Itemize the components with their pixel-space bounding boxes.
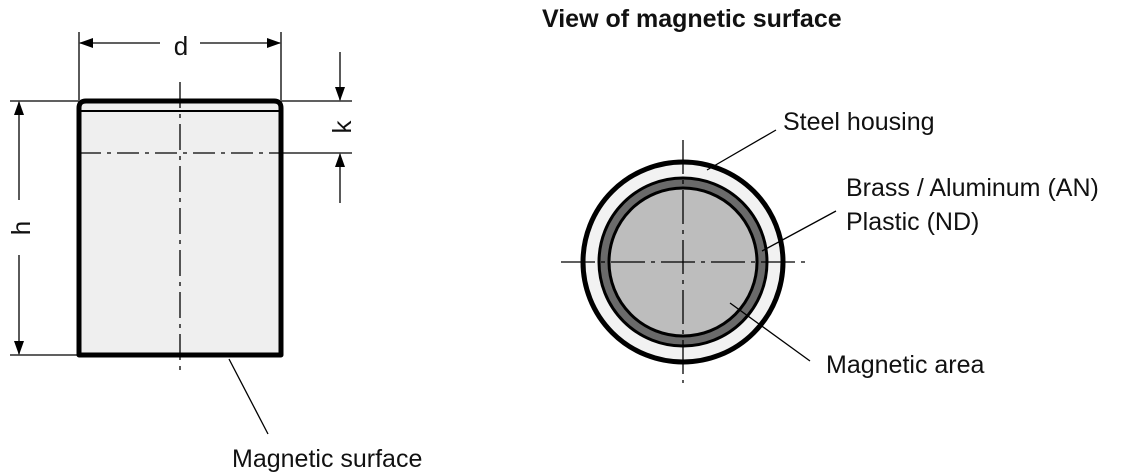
face-view-title: View of magnetic surface	[542, 5, 842, 33]
plastic-label: Plastic (ND)	[846, 208, 979, 236]
face-view: View of magnetic surface Steel housing B…	[542, 5, 1099, 383]
magnetic-surface-leader	[228, 358, 269, 435]
magnetic-area-label: Magnetic area	[826, 351, 985, 379]
dim-h-label: h	[6, 221, 36, 235]
dim-k-label: k	[327, 120, 357, 134]
steel-housing-label: Steel housing	[783, 108, 935, 136]
magnetic-surface-label: Magnetic surface	[232, 445, 422, 472]
ring-leader	[761, 210, 837, 252]
magnetic-area-leader	[729, 302, 811, 362]
side-view: d h k Magnetic surface	[6, 31, 422, 472]
steel-housing-leader	[706, 129, 777, 171]
dim-d-label: d	[174, 31, 188, 61]
brass-label: Brass / Aluminum (AN)	[846, 174, 1099, 202]
